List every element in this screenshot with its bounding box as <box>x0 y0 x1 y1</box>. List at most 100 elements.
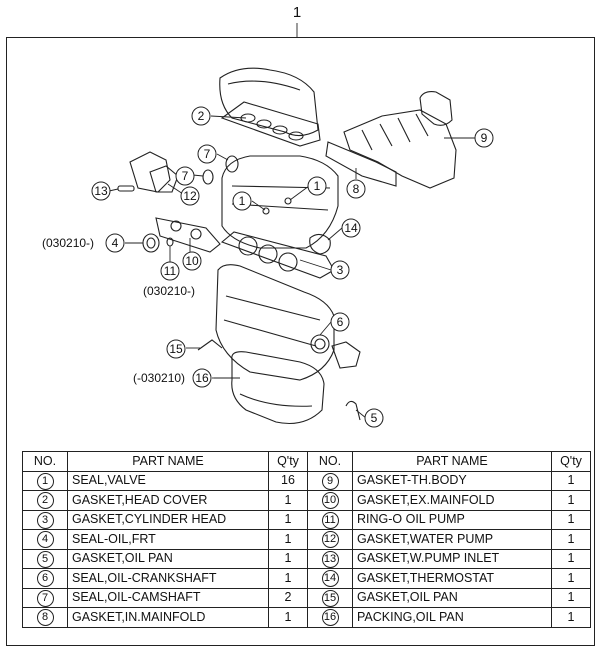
svg-text:5: 5 <box>371 411 378 425</box>
callout-7-upper: 7 <box>197 144 217 164</box>
assembly-number: 1 <box>293 4 301 21</box>
row-qty-left: 16 <box>268 470 308 491</box>
row-qty-right: 1 <box>551 587 591 608</box>
diagram-frame <box>6 37 595 646</box>
water-pump-housing <box>129 151 171 193</box>
number-circle: 6 <box>36 570 54 588</box>
row-number-left: 4 <box>22 529 68 550</box>
row-number-right: 16 <box>307 607 353 628</box>
intake-manifold <box>343 109 457 189</box>
throttle-body <box>419 91 453 126</box>
number-circle: 7 <box>36 589 54 607</box>
valve-seal <box>262 207 270 215</box>
svg-text:1: 1 <box>314 179 321 193</box>
camshaft-seal-upper <box>225 155 239 173</box>
leader-lines <box>108 115 475 419</box>
engine-illustration <box>117 67 457 425</box>
oil-pan <box>231 351 325 425</box>
row-part-name-left: SEAL-OIL,FRT <box>67 529 269 550</box>
callout-13: 13 <box>91 181 111 201</box>
number-circle: 5 <box>36 550 54 568</box>
row-part-name-right: GASKET,THERMOSTAT <box>352 568 552 589</box>
row-qty-left: 2 <box>268 587 308 608</box>
cylinder-head <box>221 155 339 249</box>
svg-text:12: 12 <box>183 189 197 203</box>
water-pump-gasket <box>149 165 179 193</box>
callout-16: 16 <box>192 368 212 388</box>
row-part-name-left: GASKET,HEAD COVER <box>67 490 269 511</box>
camshaft-seal-lower <box>202 169 214 185</box>
callout-10: 10 <box>182 251 202 271</box>
crankshaft-seal <box>310 334 330 354</box>
row-part-name-right: GASKET-TH.BODY <box>352 470 552 491</box>
row-qty-right: 1 <box>551 470 591 491</box>
callout-9: 9 <box>474 128 494 148</box>
row-number-right: 13 <box>307 548 353 569</box>
header-part-name-left: PART NAME <box>67 451 269 472</box>
row-number-left: 6 <box>22 568 68 589</box>
callout-8: 8 <box>346 179 366 199</box>
header-qty-left: Q'ty <box>268 451 308 472</box>
row-part-name-right: GASKET,W.PUMP INLET <box>352 548 552 569</box>
number-circle: 12 <box>321 531 339 549</box>
row-number-right: 15 <box>307 587 353 608</box>
row-qty-left: 1 <box>268 607 308 628</box>
callout-2: 2 <box>191 106 211 126</box>
row-number-left: 2 <box>22 490 68 511</box>
row-number-right: 12 <box>307 529 353 550</box>
row-number-left: 1 <box>22 470 68 491</box>
callout-14: 14 <box>341 218 361 238</box>
number-circle: 4 <box>36 531 54 549</box>
row-qty-left: 1 <box>268 509 308 530</box>
svg-text:10: 10 <box>185 254 199 268</box>
row-part-name-left: SEAL,OIL-CAMSHAFT <box>67 587 269 608</box>
row-number-left: 3 <box>22 509 68 530</box>
callout-4: 4 <box>105 233 125 253</box>
row-qty-right: 1 <box>551 529 591 550</box>
row-part-name-right: PACKING,OIL PAN <box>352 607 552 628</box>
oil-pan-gasket-rear <box>345 400 361 421</box>
header-qty-right: Q'ty <box>551 451 591 472</box>
svg-text:6: 6 <box>337 315 344 329</box>
svg-text:15: 15 <box>169 342 183 356</box>
svg-text:7: 7 <box>182 169 189 183</box>
row-part-name-right: RING-O OIL PUMP <box>352 509 552 530</box>
head-cover-gasket <box>220 101 321 147</box>
row-qty-right: 1 <box>551 548 591 569</box>
number-circle: 2 <box>36 492 54 510</box>
header-no-right: NO. <box>307 451 353 472</box>
row-qty-right: 1 <box>551 509 591 530</box>
row-part-name-left: GASKET,OIL PAN <box>67 548 269 569</box>
intake-manifold-gasket <box>325 141 397 187</box>
callout-6: 6 <box>330 312 350 332</box>
svg-text:8: 8 <box>353 182 360 196</box>
number-circle: 8 <box>36 609 54 627</box>
row-qty-left: 1 <box>268 568 308 589</box>
row-qty-right: 1 <box>551 607 591 628</box>
callout-5: 5 <box>364 408 384 428</box>
row-number-right: 10 <box>307 490 353 511</box>
row-part-name-left: GASKET,IN.MAINFOLD <box>67 607 269 628</box>
number-circle: 13 <box>321 550 339 568</box>
svg-text:11: 11 <box>164 264 177 278</box>
number-circle: 15 <box>321 589 339 607</box>
table-header-row: NO. PART NAME Q'ty NO. PART NAME Q'ty <box>22 451 591 472</box>
row-qty-right: 1 <box>551 490 591 511</box>
header-no-left: NO. <box>22 451 68 472</box>
row-number-left: 5 <box>22 548 68 569</box>
row-part-name-right: GASKET,EX.MAINFOLD <box>352 490 552 511</box>
row-part-name-right: GASKET,WATER PUMP <box>352 529 552 550</box>
row-part-name-left: GASKET,CYLINDER HEAD <box>67 509 269 530</box>
number-circle: 9 <box>321 472 339 490</box>
row-qty-left: 1 <box>268 548 308 569</box>
callout-1-left: 1 <box>232 191 252 211</box>
header-part-name-right: PART NAME <box>352 451 552 472</box>
callouts: 2 9 7 7 1 8 13 12 1 14 4 10 3 11 6 15 16… <box>91 106 494 428</box>
